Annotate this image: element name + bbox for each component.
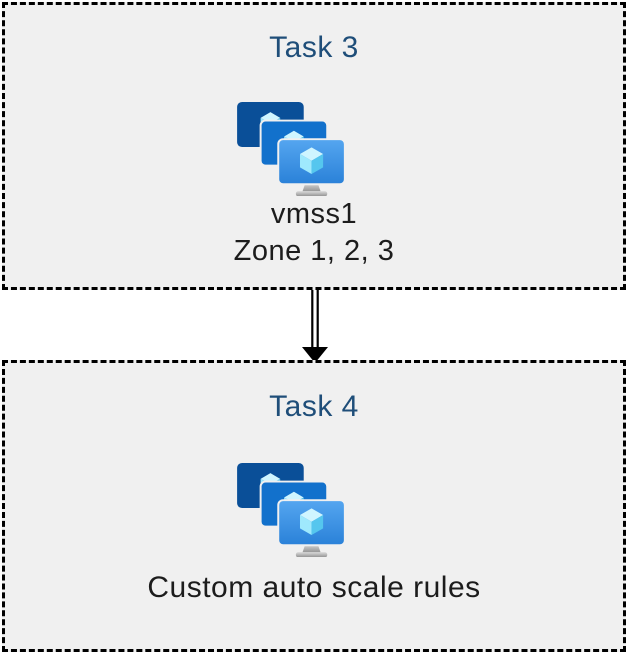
task4-title: Task 4 [269,390,359,423]
vmss-name-label: vmss1 [270,198,358,230]
vmss-zones-label: Zone 1, 2, 3 [233,235,395,267]
task3-box: Task 3 vmss1 Zone 1, 2, 3 [2,2,626,290]
vm-scale-sets-icon [235,100,345,196]
autoscale-rules-label: Custom auto scale rules [147,571,481,604]
task4-box: Task 4 Custom auto scale rules [2,360,626,652]
vm-scale-sets-icon [235,461,345,557]
task3-title: Task 3 [269,31,359,64]
down-arrow [302,290,328,363]
